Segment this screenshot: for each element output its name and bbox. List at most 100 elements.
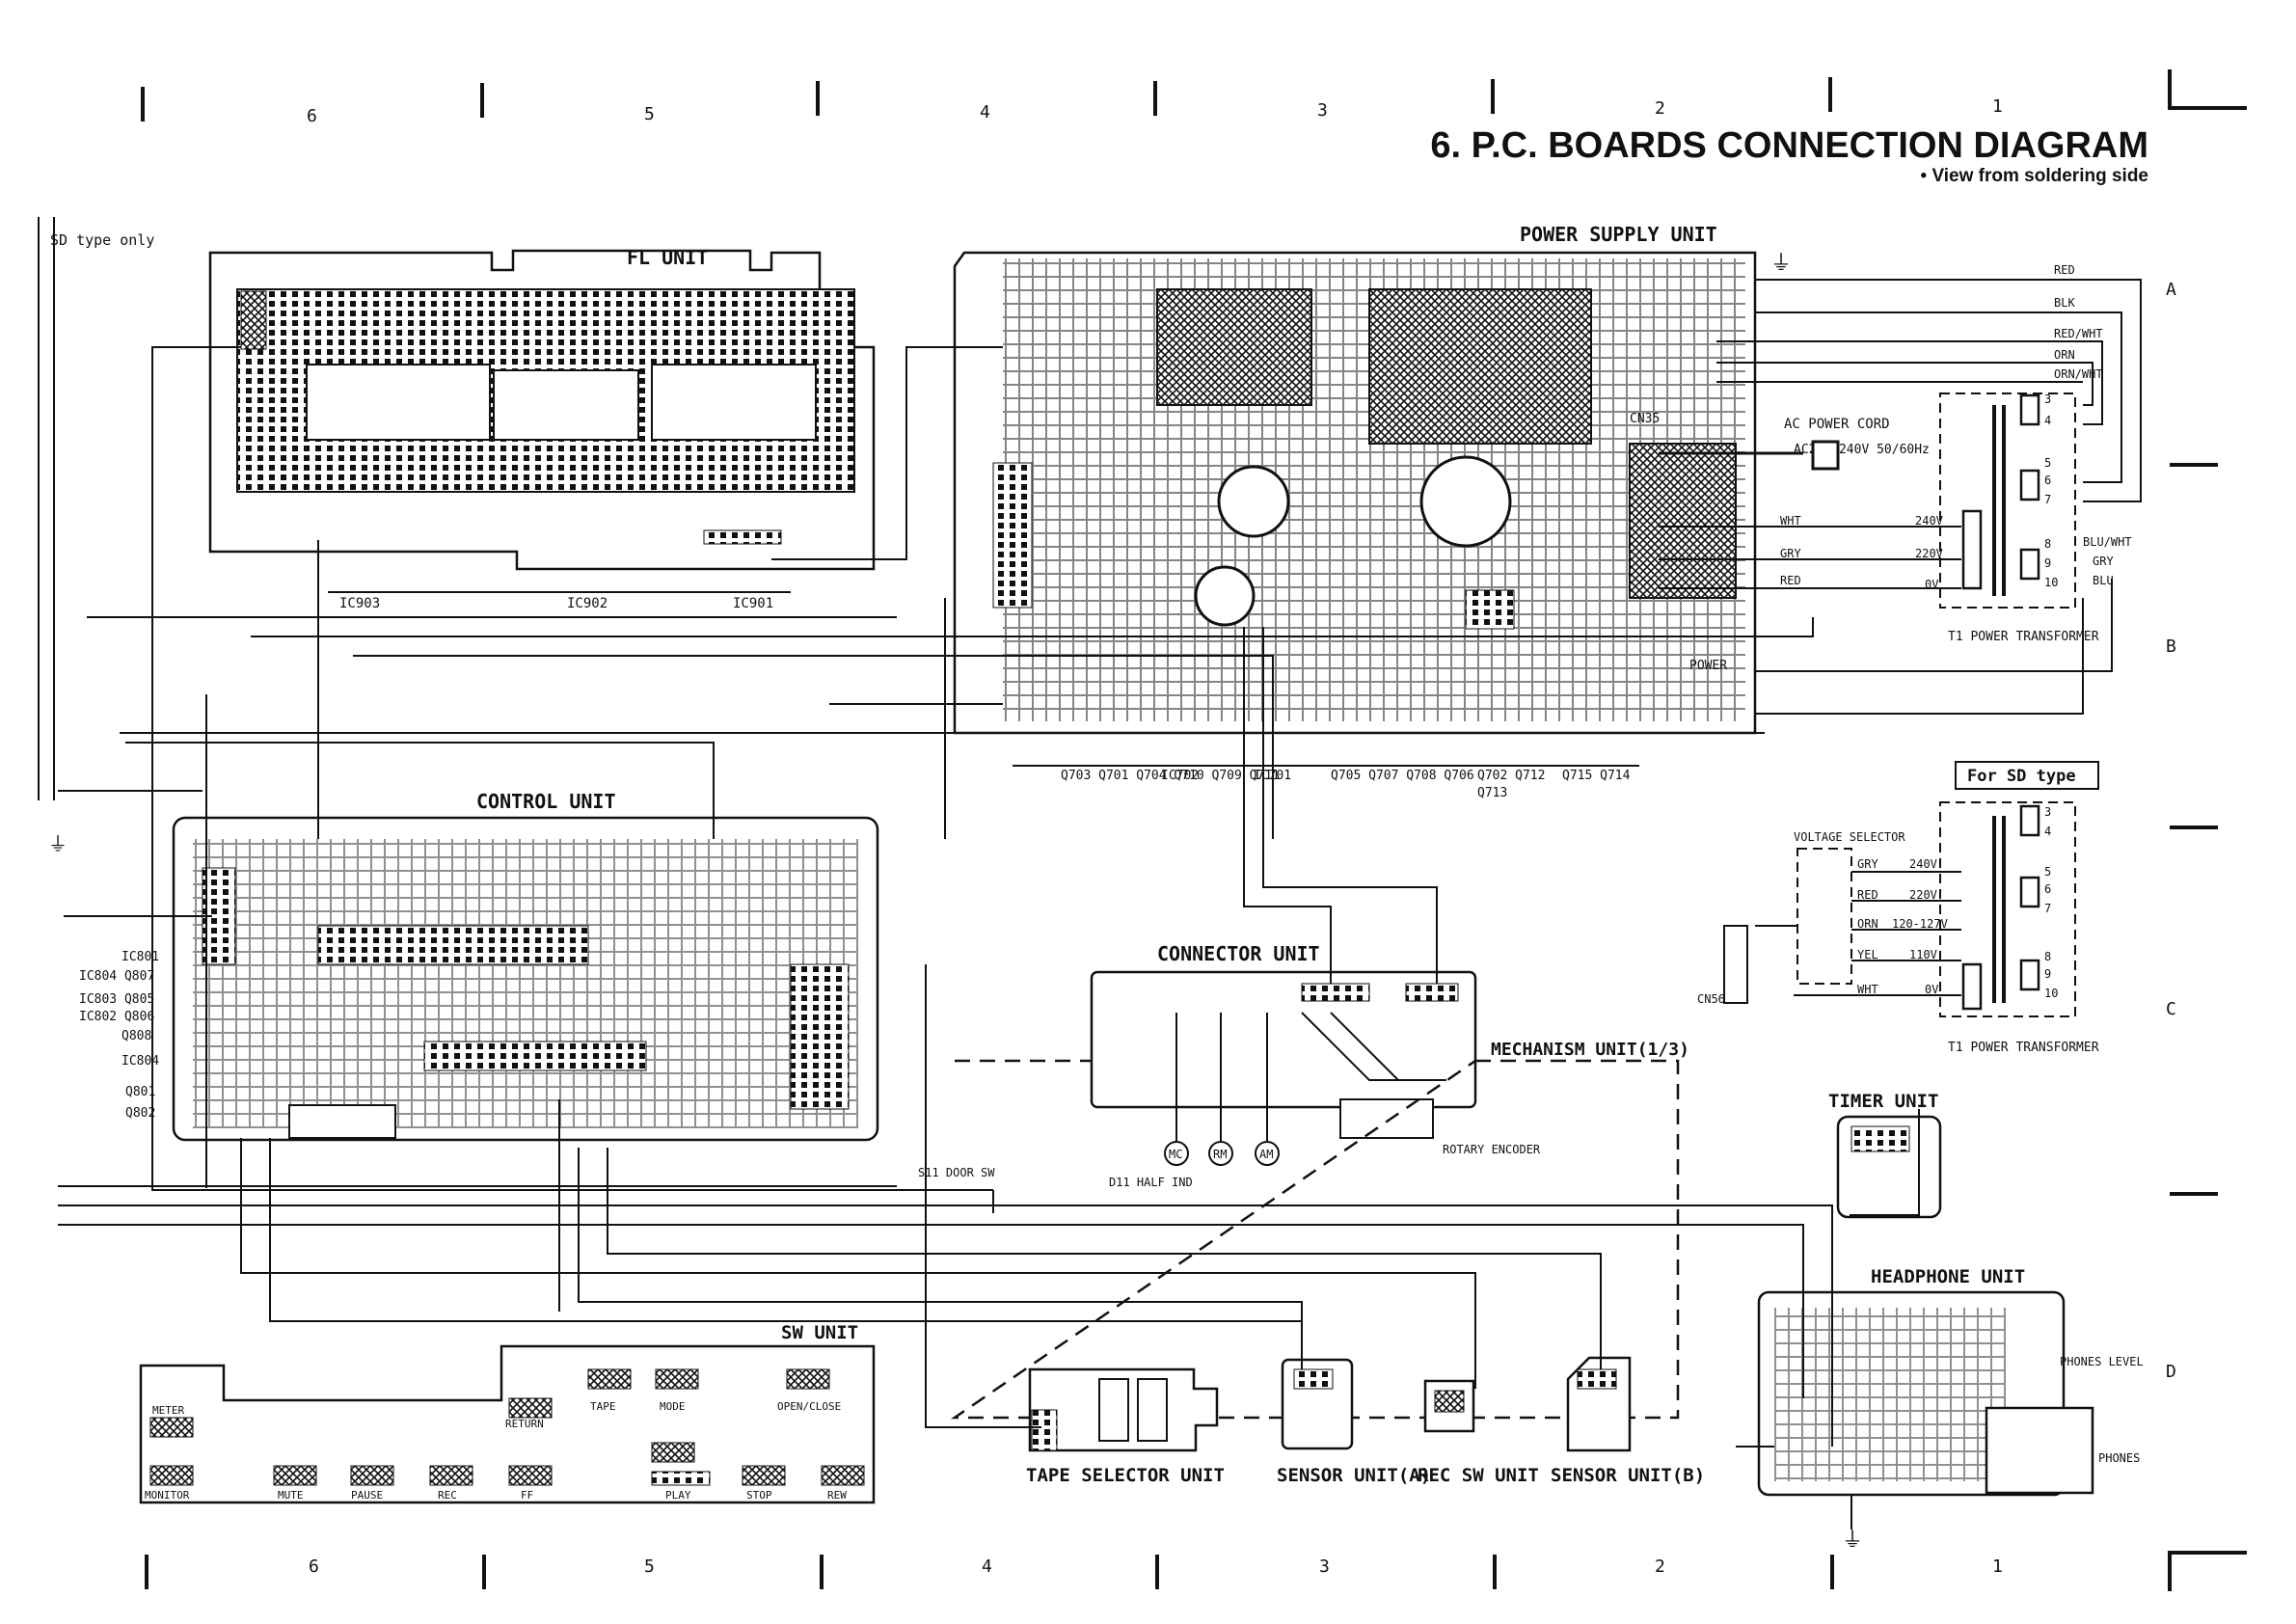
svg-text:Q802: Q802	[125, 1106, 155, 1121]
timer-unit-title: TIMER UNIT	[1828, 1091, 1938, 1112]
for-sd-type-label: For SD type	[1967, 767, 2076, 786]
power-supply-unit: POWER SUPPLY UNIT POWER CN35 Q715 Q714 Q…	[953, 223, 1757, 800]
connector-unit-title: CONNECTOR UNIT	[1157, 942, 1320, 965]
headphone-unit: HEADPHONE UNIT PHONES LEVEL PHONES	[1757, 1266, 2144, 1497]
svg-text:IC804: IC804	[122, 1054, 159, 1069]
row-b: B	[2166, 636, 2176, 657]
svg-text:WHT: WHT	[1780, 514, 1801, 528]
transformer-a: AC POWER CORD AC220/240V 50/60Hz 3 4 5 6…	[1659, 263, 2142, 715]
row-c: C	[2166, 999, 2176, 1019]
transformer-wire-labels: RED BLK RED/WHT ORN ORN/WHT BLU/WHT GRY …	[2054, 263, 2132, 587]
rec-sw-unit-title: REC SW UNIT	[1418, 1465, 1539, 1486]
svg-text:220V: 220V	[1909, 888, 1937, 902]
control-unit: CONTROL UNIT IC801 IC804 Q807 IC803 Q805…	[79, 790, 879, 1142]
col-bot-3: 3	[1319, 1556, 1330, 1577]
col-bot-5: 5	[644, 1556, 655, 1577]
svg-text:MUTE: MUTE	[278, 1489, 304, 1502]
rec-sw-unit: REC SW UNIT	[1418, 1379, 1539, 1486]
headphone-unit-title: HEADPHONE UNIT	[1871, 1266, 2025, 1287]
svg-text:10: 10	[2044, 987, 2058, 1000]
svg-text:3: 3	[2044, 805, 2051, 819]
col-bot-6: 6	[309, 1556, 319, 1577]
control-unit-title: CONTROL UNIT	[476, 790, 616, 813]
svg-text:YEL: YEL	[1857, 948, 1878, 961]
svg-text:RM: RM	[1213, 1148, 1227, 1161]
svg-text:REC: REC	[438, 1489, 457, 1502]
transformer-pins: 3 4 5 6 7 8 9 10	[2044, 392, 2058, 589]
svg-text:4: 4	[2044, 825, 2051, 838]
power-ic-labels: Q715 Q714 Q702 Q712 Q713 Q705 Q707 Q708 …	[1061, 769, 1631, 800]
grid-ticks	[141, 69, 2247, 1591]
svg-text:IC802 Q806: IC802 Q806	[79, 1010, 154, 1024]
ground-symbol-bottom: ⏚	[1842, 1529, 1863, 1553]
fl-unit: FL UNIT IC903 IC902 IC901	[208, 246, 876, 611]
svg-text:8: 8	[2044, 537, 2051, 551]
svg-text:FF: FF	[521, 1489, 533, 1502]
svg-text:MC: MC	[1169, 1148, 1182, 1161]
svg-text:RED: RED	[2054, 263, 2075, 277]
svg-text:4: 4	[2044, 414, 2051, 427]
svg-text:RED: RED	[1857, 888, 1878, 902]
col-top-3: 3	[1317, 100, 1328, 121]
svg-text:TAPE: TAPE	[590, 1400, 616, 1413]
timer-unit: TIMER UNIT	[1828, 1091, 1942, 1219]
col-bot-2: 2	[1655, 1556, 1665, 1577]
transformer-taps: 240V 220V 0V WHT GRY RED	[1780, 514, 1943, 591]
svg-text:ORN: ORN	[1857, 917, 1878, 931]
interconnect-wires	[58, 346, 1920, 1529]
voltage-selector-label: VOLTAGE SELECTOR	[1794, 830, 1905, 844]
svg-text:GRY: GRY	[1857, 857, 1878, 871]
sd-transformer-label: T1 POWER TRANSFORMER	[1948, 1041, 2099, 1055]
cn56-label: CN56	[1697, 992, 1725, 1006]
svg-text:7: 7	[2044, 902, 2051, 915]
svg-text:110V: 110V	[1909, 948, 1937, 961]
col-top-1: 1	[1992, 96, 2003, 117]
svg-text:REW: REW	[827, 1489, 847, 1502]
transformer-sd: For SD type VOLTAGE SELECTOR 240V 220V 1…	[1697, 761, 2099, 1055]
svg-text:9: 9	[2044, 967, 2051, 981]
phones-level-label: PHONES LEVEL	[2060, 1355, 2144, 1368]
sensor-a-unit-title: SENSOR UNIT(A)	[1277, 1465, 1431, 1486]
svg-text:IC801: IC801	[122, 950, 159, 964]
svg-text:ORN: ORN	[2054, 348, 2075, 362]
svg-text:IC803 Q805: IC803 Q805	[79, 992, 154, 1007]
page-title: 6. P.C. BOARDS CONNECTION DIAGRAM	[1430, 125, 2148, 166]
ac-power-cord-label: AC POWER CORD	[1784, 417, 1890, 432]
svg-text:Q703 Q701 Q704 Q710 Q709 Q711: Q703 Q701 Q704 Q710 Q709 Q711	[1061, 769, 1280, 783]
svg-text:8: 8	[2044, 950, 2051, 963]
page-subtitle: • View from soldering side	[1921, 166, 2148, 186]
sensor-b-unit: SENSOR UNIT(B)	[1551, 1356, 1705, 1486]
fl-unit-title: FL UNIT	[627, 246, 708, 269]
tape-selector-unit-title: TAPE SELECTOR UNIT	[1026, 1465, 1225, 1486]
svg-text:GRY: GRY	[1780, 547, 1801, 560]
sensor-b-unit-title: SENSOR UNIT(B)	[1551, 1465, 1705, 1486]
svg-text:220V: 220V	[1915, 547, 1943, 560]
svg-text:MODE: MODE	[660, 1400, 686, 1413]
svg-text:IC804 Q807: IC804 Q807	[79, 969, 154, 984]
door-sw-label: S11 DOOR SW	[918, 1166, 995, 1179]
svg-text:3: 3	[2044, 392, 2051, 406]
column-labels: 6 5 4 3 2 1 6 5 4 3 2 1	[307, 96, 2003, 1577]
svg-text:5: 5	[2044, 865, 2051, 879]
connector-unit: CONNECTOR UNIT ROTARY ENCODER D11 HALF I…	[1090, 942, 1541, 1189]
row-d: D	[2166, 1362, 2176, 1382]
col-top-4: 4	[980, 102, 990, 122]
svg-text:METER: METER	[152, 1404, 184, 1417]
svg-text:WHT: WHT	[1857, 983, 1878, 996]
ic901-label: IC901	[733, 596, 773, 611]
svg-text:Q808: Q808	[122, 1029, 151, 1043]
tape-selector-unit: TAPE SELECTOR UNIT	[1026, 1367, 1225, 1486]
col-bot-1: 1	[1992, 1556, 2003, 1577]
svg-text:6: 6	[2044, 474, 2051, 487]
mechanism-unit-title: MECHANISM UNIT(1/3)	[1491, 1040, 1689, 1060]
sw-unit-title: SW UNIT	[781, 1322, 858, 1343]
svg-text:RED/WHT: RED/WHT	[2054, 327, 2103, 340]
sw-buttons: MONITOR METER MUTE PAUSE REC FF RETURN T…	[145, 1368, 865, 1502]
svg-text:6: 6	[2044, 882, 2051, 896]
cn35-label: CN35	[1630, 412, 1660, 426]
svg-text:RED: RED	[1780, 574, 1801, 587]
ic903-label: IC903	[339, 596, 380, 611]
col-top-2: 2	[1655, 98, 1665, 119]
svg-text:Q715 Q714: Q715 Q714	[1562, 769, 1631, 783]
svg-text:120-127V: 120-127V	[1892, 917, 1948, 931]
